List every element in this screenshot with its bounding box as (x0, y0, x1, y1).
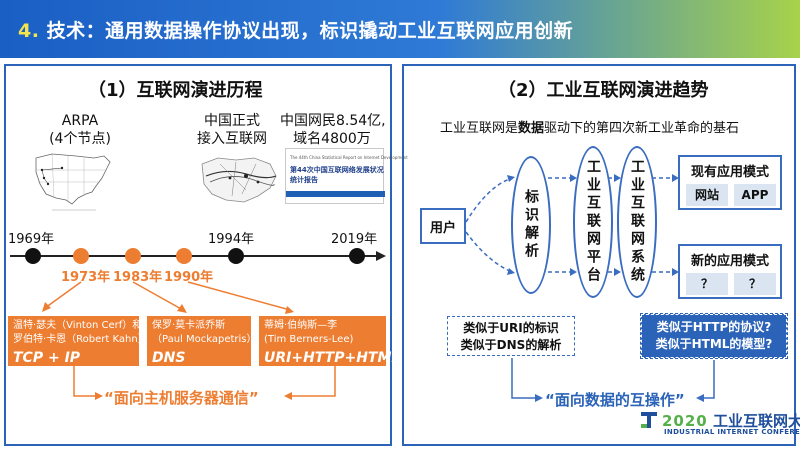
chip-website: 网站 (686, 184, 728, 206)
dns-inventor-line1: 保罗·莫卡派乔斯 (152, 320, 226, 331)
year-1983: 1983年 (113, 270, 163, 285)
identifier-analogy-line1: 类似于URI的标识 (463, 321, 559, 335)
current-mode-title: 现有应用模式 (690, 165, 769, 180)
slide-title-text: 技术：通用数据操作协议出现，标识撬动工业互联网应用创新 (46, 20, 574, 42)
intro-before: 工业互联网是 (440, 121, 519, 136)
year-1994: 1994年 (208, 232, 255, 247)
report-title-line1: 第44次中国互联网络发展状况 (290, 166, 384, 174)
new-mode-box: 新的应用模式 ？ ？ (678, 244, 782, 299)
timeline-dot-1983 (125, 248, 141, 264)
chip-app: APP (734, 184, 776, 206)
user-box: 用户 (420, 208, 466, 244)
right-quote: “面向数据的互操作” (545, 391, 685, 409)
timeline-dot-1969 (25, 248, 41, 264)
protocol-question-line1: 类似于HTTP的协议? (656, 320, 772, 334)
tcpip-inventors-line2: 罗伯特·卡恩（Robert Kahn） (13, 334, 148, 345)
china-join-label: 中国正式 接入互联网 (184, 112, 280, 148)
year-1969: 1969年 (8, 232, 55, 247)
platform-node: 工业互联网平台 (573, 146, 613, 298)
dns-inventor-line2: （Paul Mockapetris） (152, 334, 257, 345)
china-join-line1: 中国正式 (204, 113, 260, 129)
protocol-box-dns: 保罗·莫卡派乔斯 （Paul Mockapetris） DNS (147, 316, 257, 366)
protocol-question-line2: 类似于HTML的模型? (655, 337, 773, 351)
report-stripe (286, 191, 385, 197)
left-panel-frame (4, 64, 392, 446)
timeline-dot-1994 (228, 248, 244, 264)
system-label: 工业互联网系统 (629, 159, 645, 285)
report-title-line2: 统计报告 (290, 176, 318, 184)
identifier-resolution-node: 标识解析 (511, 156, 551, 294)
netizens-line1: 中国网民8.54亿, (280, 113, 386, 129)
intro-bold: 数据 (518, 121, 545, 136)
web-inventor-line2: (Tim Berners-Lee) (264, 334, 354, 345)
conference-logo-icon (641, 412, 657, 428)
platform-label: 工业互联网平台 (585, 159, 601, 285)
year-1973: 1973年 (61, 270, 111, 285)
arpanet-map-image (35, 153, 111, 211)
timeline-dot-1990 (176, 248, 192, 264)
dns-protocol: DNS (152, 350, 186, 366)
identifier-analogy-note: 类似于URI的标识 类似于DNS的解析 (447, 316, 575, 356)
current-mode-box: 现有应用模式 网站 APP (678, 155, 782, 210)
arpa-label-line2: (4个节点) (49, 131, 111, 147)
conference-year: 2020 (662, 412, 708, 430)
left-section-title: （1）互联网演进历程 (88, 80, 263, 101)
timeline-dot-1973 (73, 248, 89, 264)
cnnic-report-cover: The 44th China Statistical Report on Int… (285, 148, 408, 204)
timeline-dot-2019 (349, 248, 365, 264)
slide-title: 4. 技术：通用数据操作协议出现，标识撬动工业互联网应用创新 (18, 16, 573, 43)
netizens-line2: 域名4800万 (293, 131, 371, 147)
identifier-analogy-line2: 类似于DNS的解析 (460, 338, 562, 352)
right-panel-frame (402, 64, 796, 446)
left-quote: “面向主机服务器通信” (104, 389, 259, 407)
arpa-label-line1: ARPA (61, 113, 99, 129)
protocol-question-note: 类似于HTTP的协议? 类似于HTML的模型? (640, 313, 788, 359)
protocol-box-web: 蒂姆·伯纳斯—李 (Tim Berners-Lee) URI+HTTP+HTML (259, 316, 401, 366)
slide-number: 4. (18, 20, 40, 42)
web-inventor-line1: 蒂姆·伯纳斯—李 (264, 320, 338, 331)
right-section-title: （2）工业互联网演进趋势 (498, 80, 709, 101)
right-intro-text: 工业互联网是数据驱动下的第四次新工业革命的基石 (440, 117, 739, 136)
intro-after: 驱动下的第四次新工业革命的基石 (544, 121, 740, 136)
protocol-box-tcpip: 温特·瑟夫（Vinton Cerf）和 罗伯特·卡恩（Robert Kahn） … (8, 316, 148, 366)
chip-unknown-2: ？ (734, 273, 776, 295)
identifier-resolution-label: 标识解析 (523, 189, 539, 261)
conference-logo: 2020 工业互联网大会 (662, 410, 800, 431)
tcpip-inventors-line1: 温特·瑟夫（Vinton Cerf）和 (13, 320, 143, 331)
new-mode-title: 新的应用模式 (690, 254, 769, 269)
report-english-title: The 44th China Statistical Report on Int… (290, 155, 408, 160)
china-internet-map-image (201, 157, 277, 203)
tcpip-protocol: TCP + IP (13, 350, 81, 366)
header-bar (0, 0, 800, 58)
netizens-label: 中国网民8.54亿, 域名4800万 (280, 112, 386, 148)
conference-name: 工业互联网大会 (712, 412, 800, 430)
arpa-label: ARPA (4个节点) (30, 112, 130, 148)
conference-subtitle: INDUSTRIAL INTERNET CONFERENCE (664, 428, 800, 436)
year-2019: 2019年 (331, 232, 378, 247)
system-node: 工业互联网系统 (617, 146, 657, 298)
year-1990: 1990年 (164, 270, 214, 285)
chip-unknown-1: ？ (686, 273, 728, 295)
china-join-line2: 接入互联网 (197, 131, 267, 147)
web-protocol: URI+HTTP+HTML (264, 350, 401, 366)
